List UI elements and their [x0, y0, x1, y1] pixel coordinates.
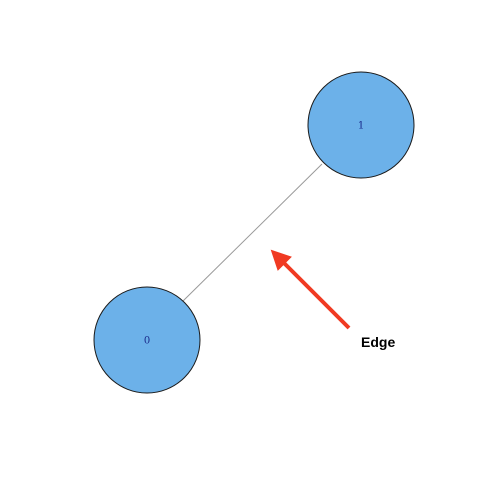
annotation-label: Edge — [361, 334, 395, 350]
node-0: 0 — [93, 286, 201, 394]
edge-0-1 — [181, 163, 323, 303]
node-1: 1 — [307, 71, 415, 179]
node-1-circle — [307, 71, 415, 179]
annotation-arrow — [270, 249, 351, 330]
node-1-label: 1 — [358, 121, 364, 132]
node-0-circle — [93, 286, 201, 394]
node-0-label: 0 — [144, 336, 150, 347]
